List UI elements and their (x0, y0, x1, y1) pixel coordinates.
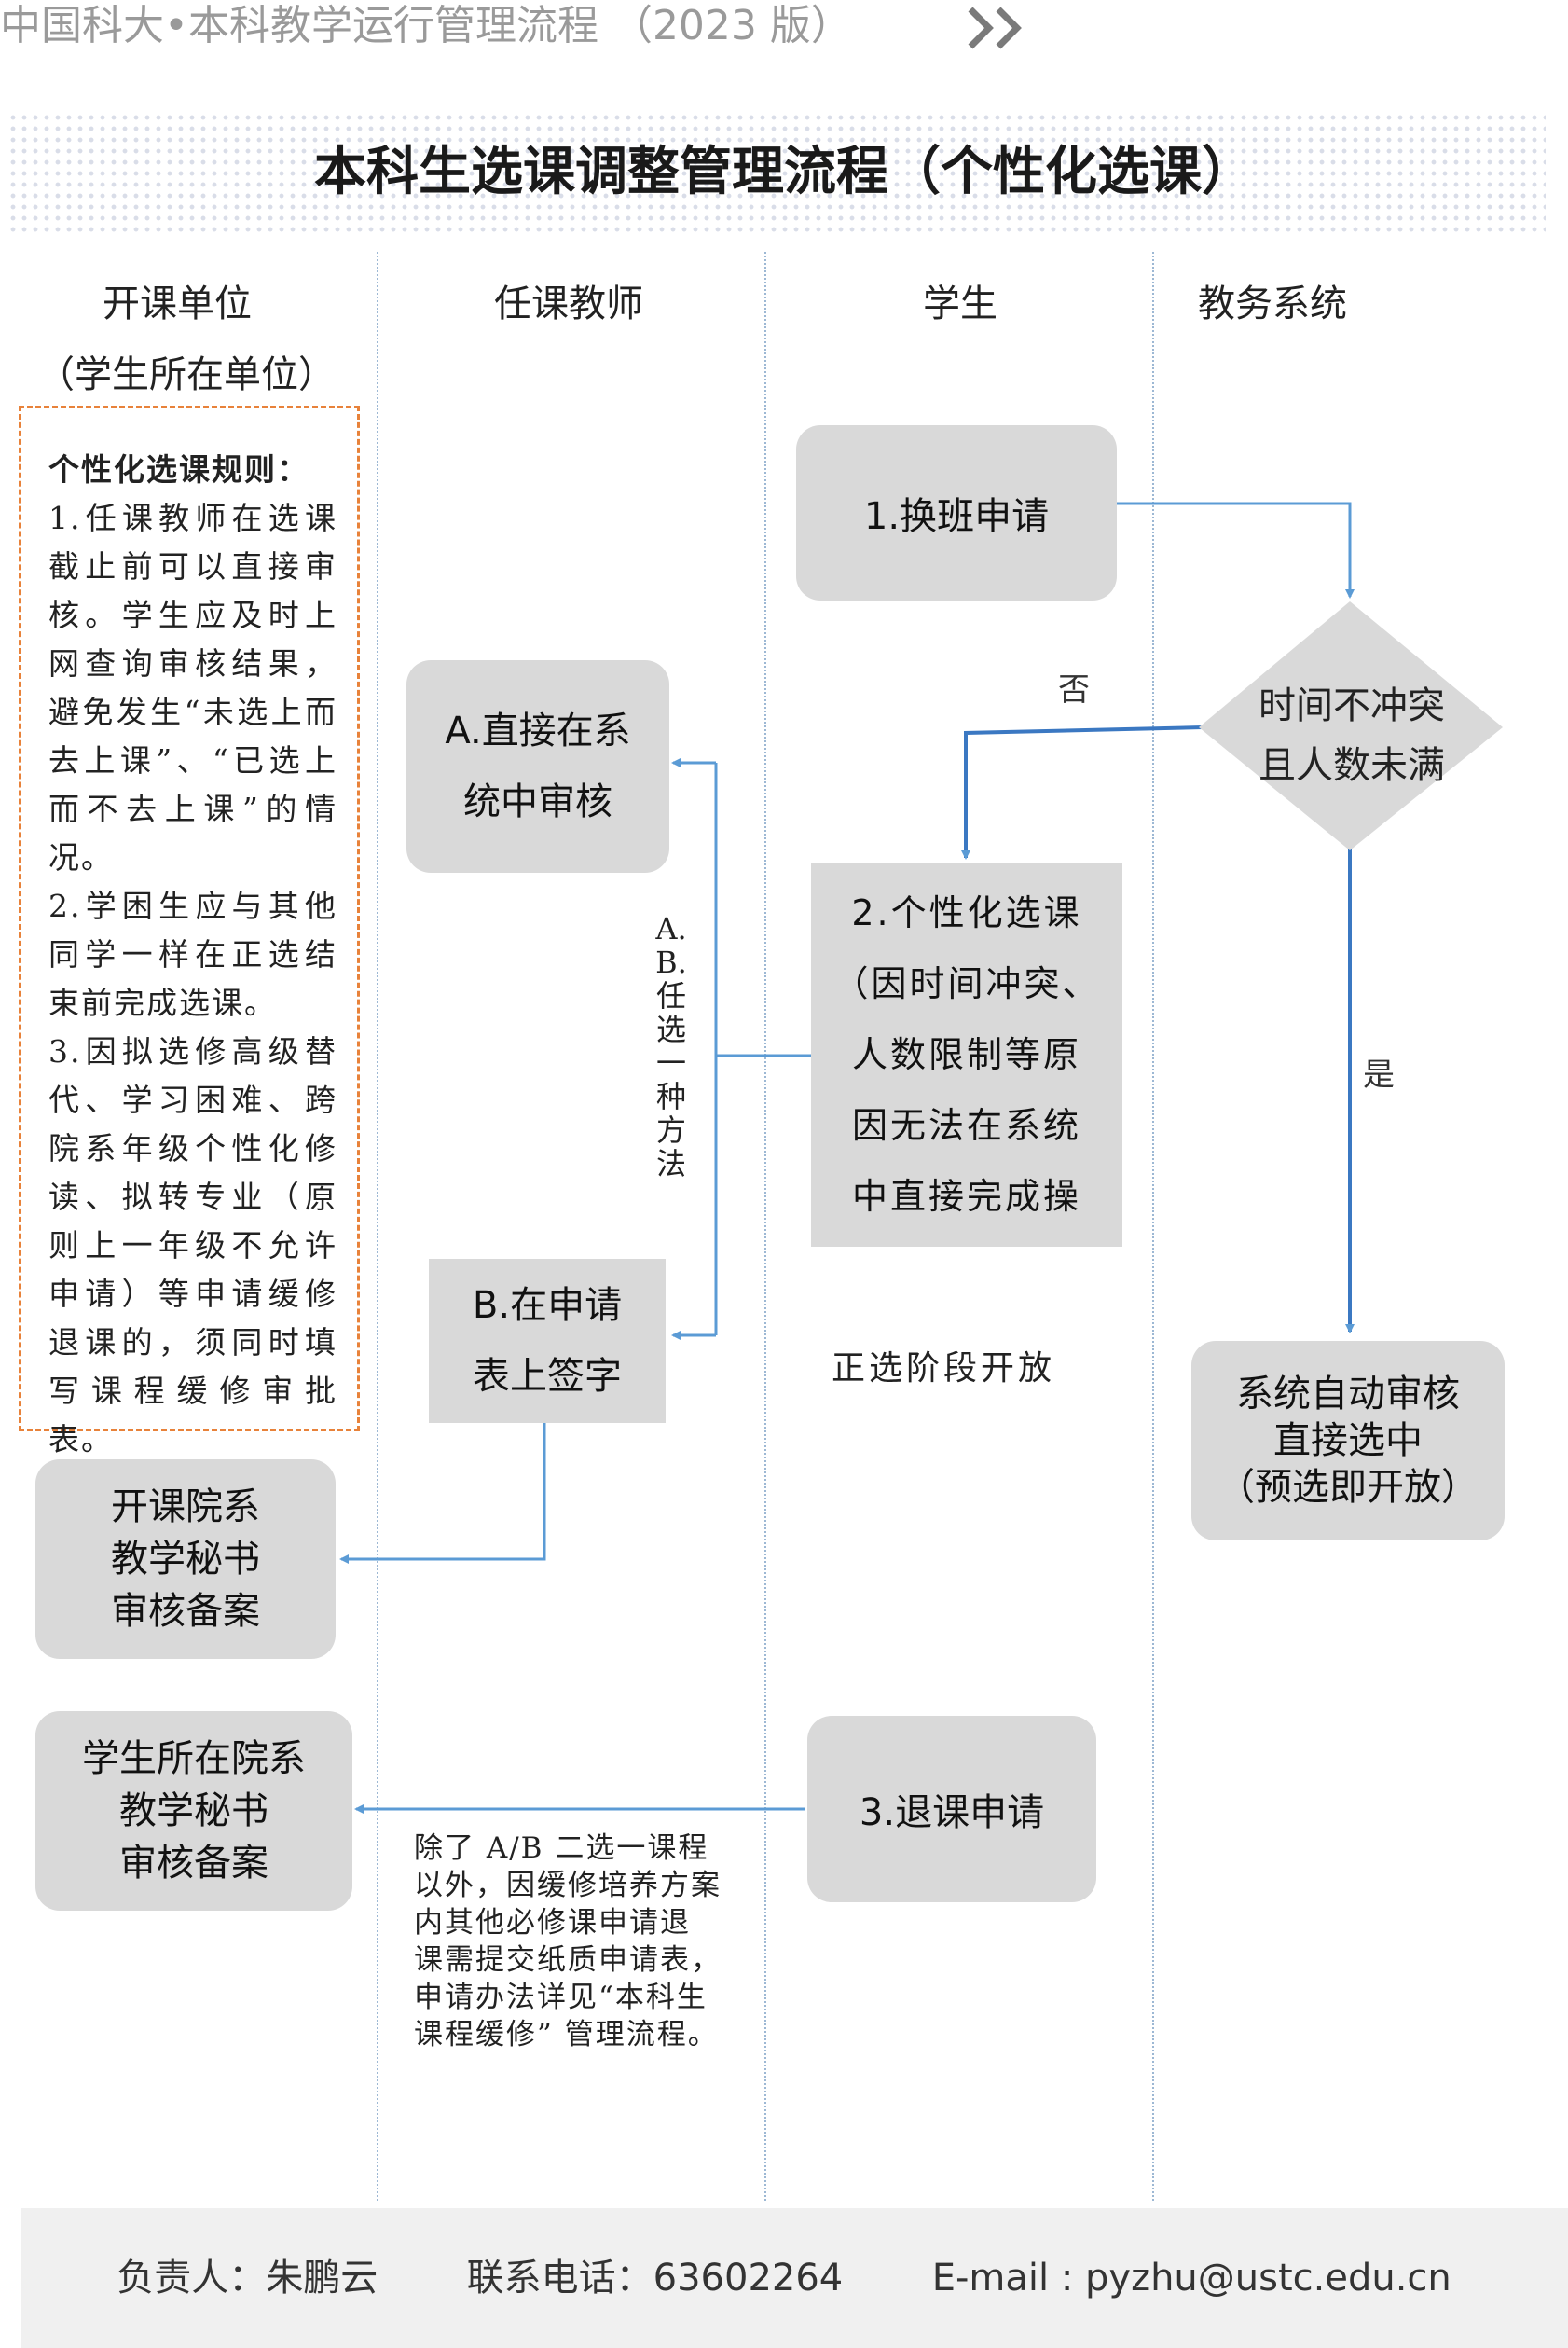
open-stage-label: 正选阶段开放 (832, 1349, 1056, 1388)
node-drop-apply: 3.退课申请 (807, 1716, 1096, 1902)
student-dept-secretary-line-3: 审核备案 (119, 1842, 268, 1885)
label-yes: 是 (1363, 1057, 1395, 1094)
rules-item-2: 2.学困生应与其他同学一样在正选结束前完成选课。 (48, 888, 337, 1021)
personal-select-line-5: 中直接完成操 (851, 1176, 1081, 1217)
rules-box (19, 406, 360, 1431)
double-chevron-right-icon (968, 7, 1022, 49)
personal-select-line-1: 2.个性化选课 (851, 892, 1082, 933)
footer-phone: 联系电话：63602264 (466, 2257, 844, 2300)
student-dept-secretary-line-1: 学生所在院系 (82, 1737, 306, 1780)
lane-divider-3 (1152, 252, 1154, 2201)
dept-secretary-line-1: 开课院系 (111, 1485, 260, 1528)
auto-approve-line-2: 直接选中 (1273, 1419, 1423, 1462)
page-title: 本科生选课调整管理流程（个性化选课） (314, 142, 1254, 202)
footer-email[interactable]: E-mail : pyzhu@ustc.edu.cn (931, 2257, 1451, 2300)
lane-divider-1 (377, 252, 378, 2201)
dept-secretary-line-3: 审核备案 (111, 1590, 260, 1633)
node-sign-form: B.在申请 表上签字 (429, 1259, 666, 1423)
drop-note-line-6: 课程缓修” 管理流程。 (414, 2018, 719, 2051)
rules-heading: 个性化选课规则： (48, 451, 309, 488)
lane-divider-2 (764, 252, 766, 2201)
personal-select-line-3: 人数限制等原 (851, 1034, 1081, 1075)
arrow-sign-to-dept (339, 1423, 546, 1564)
node-dept-secretary: 开课院系 教学秘书 审核备案 (35, 1459, 336, 1659)
arrow-swap-to-decision (1116, 502, 1355, 599)
dept-secretary-line-2: 教学秘书 (111, 1538, 260, 1581)
drop-note-line-1: 除了 A/B 二选一课程 (414, 1831, 709, 1865)
node-personal-select: 2.个性化选课 （因时间冲突、 人数限制等原 因无法在系统 中直接完成操 (811, 863, 1122, 1247)
decision-line-2: 且人数未满 (1259, 744, 1445, 787)
lane-header-unit-sub: （学生所在单位） (37, 353, 336, 396)
sign-form-line-1: B.在申请 (472, 1284, 623, 1327)
drop-note-line-2: 以外，因缓修培养方案 (414, 1869, 722, 1902)
approve-direct-line-2: 统中审核 (463, 780, 612, 823)
auto-approve-line-3: （预选即开放） (1217, 1466, 1479, 1509)
drop-note-line-3: 内其他必修课申请退 (414, 1906, 691, 1940)
drop-note-line-4: 课需提交纸质申请表， (414, 1943, 722, 1977)
sign-form-line-2: 表上签字 (473, 1355, 622, 1398)
node-auto-approve: 系统自动审核 直接选中 （预选即开放） (1191, 1341, 1505, 1540)
personal-select-line-2: （因时间冲突、 (832, 963, 1101, 1004)
choose-one-label: A.B.任选一种方法 (655, 911, 687, 1181)
lane-header-system: 教务系统 (1198, 283, 1347, 325)
decision-diamond (1199, 601, 1503, 850)
drop-note-line-5: 申请办法详见“本科生 (414, 1981, 708, 2014)
arrow-decision-no (961, 725, 1204, 860)
footer-bar (21, 2208, 1568, 2348)
rules-text: 个性化选课规则： 1.任课教师在选课截止前可以直接审核。学生应及时上网查询审核结… (48, 446, 337, 1464)
title-banner (7, 112, 1546, 233)
footer-person: 负责人：朱鹏云 (117, 2257, 378, 2300)
decision-text: 时间不冲突 且人数未满 (1203, 676, 1501, 795)
header-text: 中国科大•本科教学运行管理流程 （2023 版） (0, 2, 852, 49)
rules-item-3: 3.因拟选修高级替代、学习困难、跨院系年级个性化修读、拟转专业（原则上一年级不允… (48, 1033, 337, 1457)
label-no: 否 (1058, 671, 1090, 709)
lane-header-student: 学生 (923, 283, 997, 325)
node-swap-apply: 1.换班申请 (796, 425, 1117, 601)
drop-note: 除了 A/B 二选一课程 以外，因缓修培养方案 内其他必修课申请退 课需提交纸质… (414, 1830, 761, 2053)
node-student-dept-secretary: 学生所在院系 教学秘书 审核备案 (35, 1711, 352, 1911)
footer-text: 负责人：朱鹏云 联系电话：63602264 E-mail : pyzhu@ust… (0, 2247, 1568, 2301)
student-dept-secretary-line-2: 教学秘书 (119, 1789, 268, 1832)
auto-approve-line-1: 系统自动审核 (1236, 1373, 1460, 1416)
lane-header-unit: 开课单位 (103, 283, 252, 325)
decision-line-1: 时间不冲突 (1259, 684, 1445, 727)
rules-item-1: 1.任课教师在选课截止前可以直接审核。学生应及时上网查询审核结果，避免发生“未选… (48, 500, 337, 876)
lane-header-teacher: 任课教师 (494, 283, 643, 325)
personal-select-line-4: 因无法在系统 (851, 1105, 1081, 1146)
node-approve-direct: A.直接在系 统中审核 (406, 660, 669, 873)
approve-direct-line-1: A.直接在系 (445, 710, 631, 753)
